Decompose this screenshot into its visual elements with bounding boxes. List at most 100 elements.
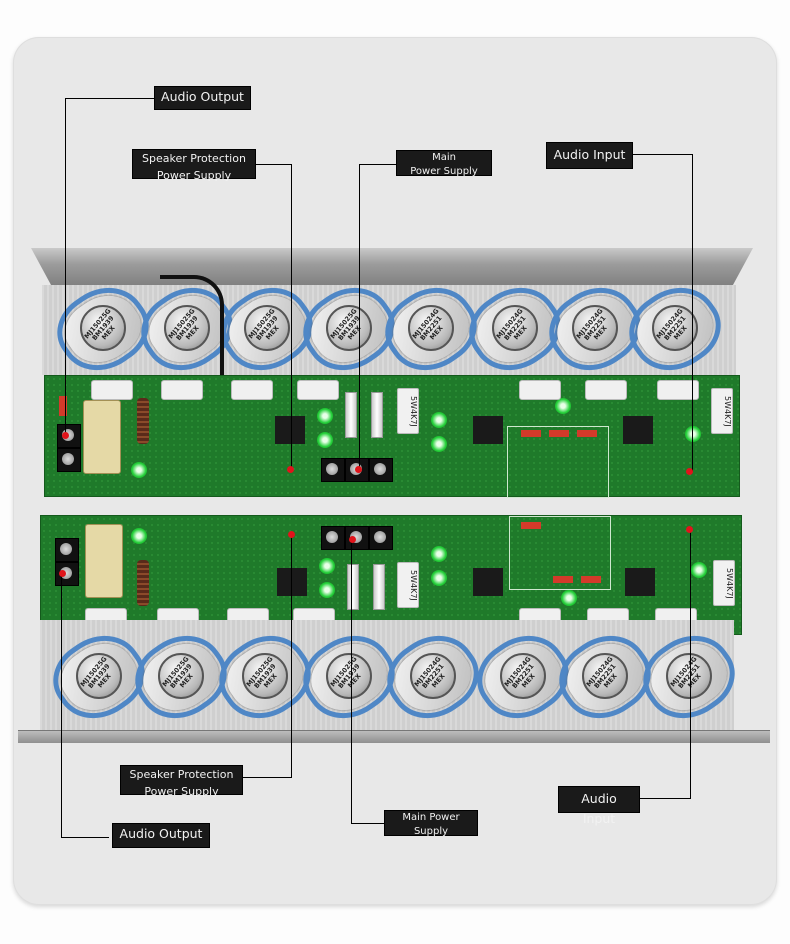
power-resistor — [161, 380, 203, 400]
driver-transistor — [473, 568, 503, 596]
terminal-screw — [321, 526, 345, 550]
capacitor — [691, 562, 707, 578]
marker-audio-input-top — [686, 468, 693, 475]
power-transistor: MJ15025G BM1939 MEX — [205, 619, 325, 735]
label-main-power-top: Main Power Supply — [396, 150, 492, 177]
capacitor — [317, 432, 333, 448]
power-transistor: MJ15024G BM2251 MEX — [629, 619, 749, 735]
transistor-marking: MJ15024G BM2251 MEX — [412, 654, 447, 690]
transistor-marking: MJ15025G BM1939 MEX — [328, 306, 363, 342]
leader-line — [291, 534, 292, 778]
relay — [85, 524, 123, 598]
transistor-marking: MJ15024G BM2251 MEX — [574, 306, 609, 342]
leader-line — [65, 98, 66, 436]
transistor-marking: MJ15025G BM1939 MEX — [78, 654, 113, 690]
cement-resistor: 5W4K7J — [711, 388, 733, 434]
power-transistor: MJ15025G BM1939 MEX — [289, 271, 409, 387]
fuse-red — [59, 396, 67, 416]
power-transistor: MJ15025G BM1939 MEX — [289, 619, 409, 735]
transistor-marking: MJ15024G BM2251 MEX — [654, 306, 689, 342]
glass-fuse — [345, 392, 357, 438]
relay — [83, 400, 121, 474]
power-resistor — [585, 380, 627, 400]
leader-line — [640, 798, 691, 799]
inductor-coil — [137, 560, 149, 606]
leader-line — [629, 154, 693, 155]
top-amplifier-pcb: 5W4K7J 5W4K7J — [44, 375, 740, 498]
power-transistor: MJ15024G BM2251 MEX — [373, 619, 493, 735]
leader-line — [256, 164, 291, 165]
capacitor — [319, 582, 335, 598]
transistor-marking: MJ15024G BM2251 MEX — [494, 306, 529, 342]
label-speaker-protection-bottom: Speaker Protection Power Supply — [120, 765, 243, 798]
driver-section — [507, 426, 609, 498]
capacitor — [431, 546, 447, 562]
leader-line — [61, 573, 62, 837]
power-resistor — [657, 380, 699, 400]
power-transistor: MJ15024G BM2251 MEX — [615, 271, 735, 387]
power-resistor — [519, 380, 561, 400]
label-speaker-protection-top: Speaker Protection Power Supply — [132, 149, 256, 182]
terminal-screw — [57, 424, 81, 448]
power-transistor: MJ15025G BM1939 MEX — [39, 619, 159, 735]
power-transistor: MJ15024G BM2251 MEX — [371, 271, 491, 387]
power-transistor: MJ15024G BM2251 MEX — [545, 619, 665, 735]
capacitor-red — [521, 522, 541, 529]
leader-line — [351, 539, 352, 823]
capacitor — [319, 558, 335, 574]
bottom-amplifier-pcb: 5W4K7J 5W4K7J — [40, 515, 742, 635]
cement-resistor: 5W4K7J — [397, 388, 419, 434]
power-transistor: MJ15024G BM2251 MEX — [463, 619, 583, 735]
leader-line — [351, 823, 385, 824]
driver-transistor — [625, 568, 655, 596]
capacitor — [431, 570, 447, 586]
terminal-screw — [369, 526, 393, 550]
driver-section — [509, 516, 611, 590]
transistor-marking: MJ15025G BM1939 MEX — [244, 654, 279, 690]
capacitor-red — [549, 430, 569, 437]
capacitor — [555, 398, 571, 414]
transistor-marking: MJ15024G BM2251 MEX — [502, 654, 537, 690]
leader-line — [692, 154, 693, 472]
terminal-screw — [321, 458, 345, 482]
label-audio-output-top: Audio Output — [154, 86, 251, 110]
glass-fuse — [347, 564, 359, 610]
marker-speaker-protection-bottom — [288, 531, 295, 538]
terminal-screw — [55, 538, 79, 562]
capacitor-red — [581, 576, 601, 583]
label-main-power-bottom: Main Power Supply — [384, 810, 478, 837]
cement-resistor: 5W4K7J — [397, 562, 419, 608]
capacitor — [561, 590, 577, 606]
label-audio-input-top: Audio Input — [546, 142, 633, 169]
transistor-marking: MJ15025G BM1939 MEX — [246, 306, 281, 342]
transistor-marking: MJ15025G BM1939 MEX — [82, 306, 117, 342]
capacitor — [131, 528, 147, 544]
marker-audio-input-bottom — [686, 526, 693, 533]
bottom-heatsink-flange — [18, 730, 770, 743]
power-resistor — [231, 380, 273, 400]
leader-line — [359, 164, 396, 165]
cement-resistor: 5W4K7J — [713, 560, 735, 606]
transistor-marking: MJ15024G BM2251 MEX — [410, 306, 445, 342]
power-resistor — [91, 380, 133, 400]
power-transistor: MJ15025G BM1939 MEX — [43, 271, 163, 387]
driver-transistor — [623, 416, 653, 444]
power-transistor: MJ15024G BM2251 MEX — [455, 271, 575, 387]
capacitor — [685, 426, 701, 442]
marker-speaker-protection-top — [287, 466, 294, 473]
capacitor — [431, 412, 447, 428]
driver-transistor — [473, 416, 503, 444]
glass-fuse — [371, 392, 383, 438]
leader-line — [65, 98, 154, 99]
power-resistor — [297, 380, 339, 400]
transistor-marking: MJ15025G BM1939 MEX — [160, 654, 195, 690]
leader-line — [243, 777, 292, 778]
leader-line — [359, 164, 360, 469]
capacitor — [317, 408, 333, 424]
capacitor — [431, 436, 447, 452]
leader-line — [61, 837, 109, 838]
transistor-marking: MJ15025G BM1939 MEX — [328, 654, 363, 690]
ground-cable — [160, 275, 224, 389]
glass-fuse — [373, 564, 385, 610]
label-audio-input-bottom: Audio Input — [558, 786, 640, 826]
